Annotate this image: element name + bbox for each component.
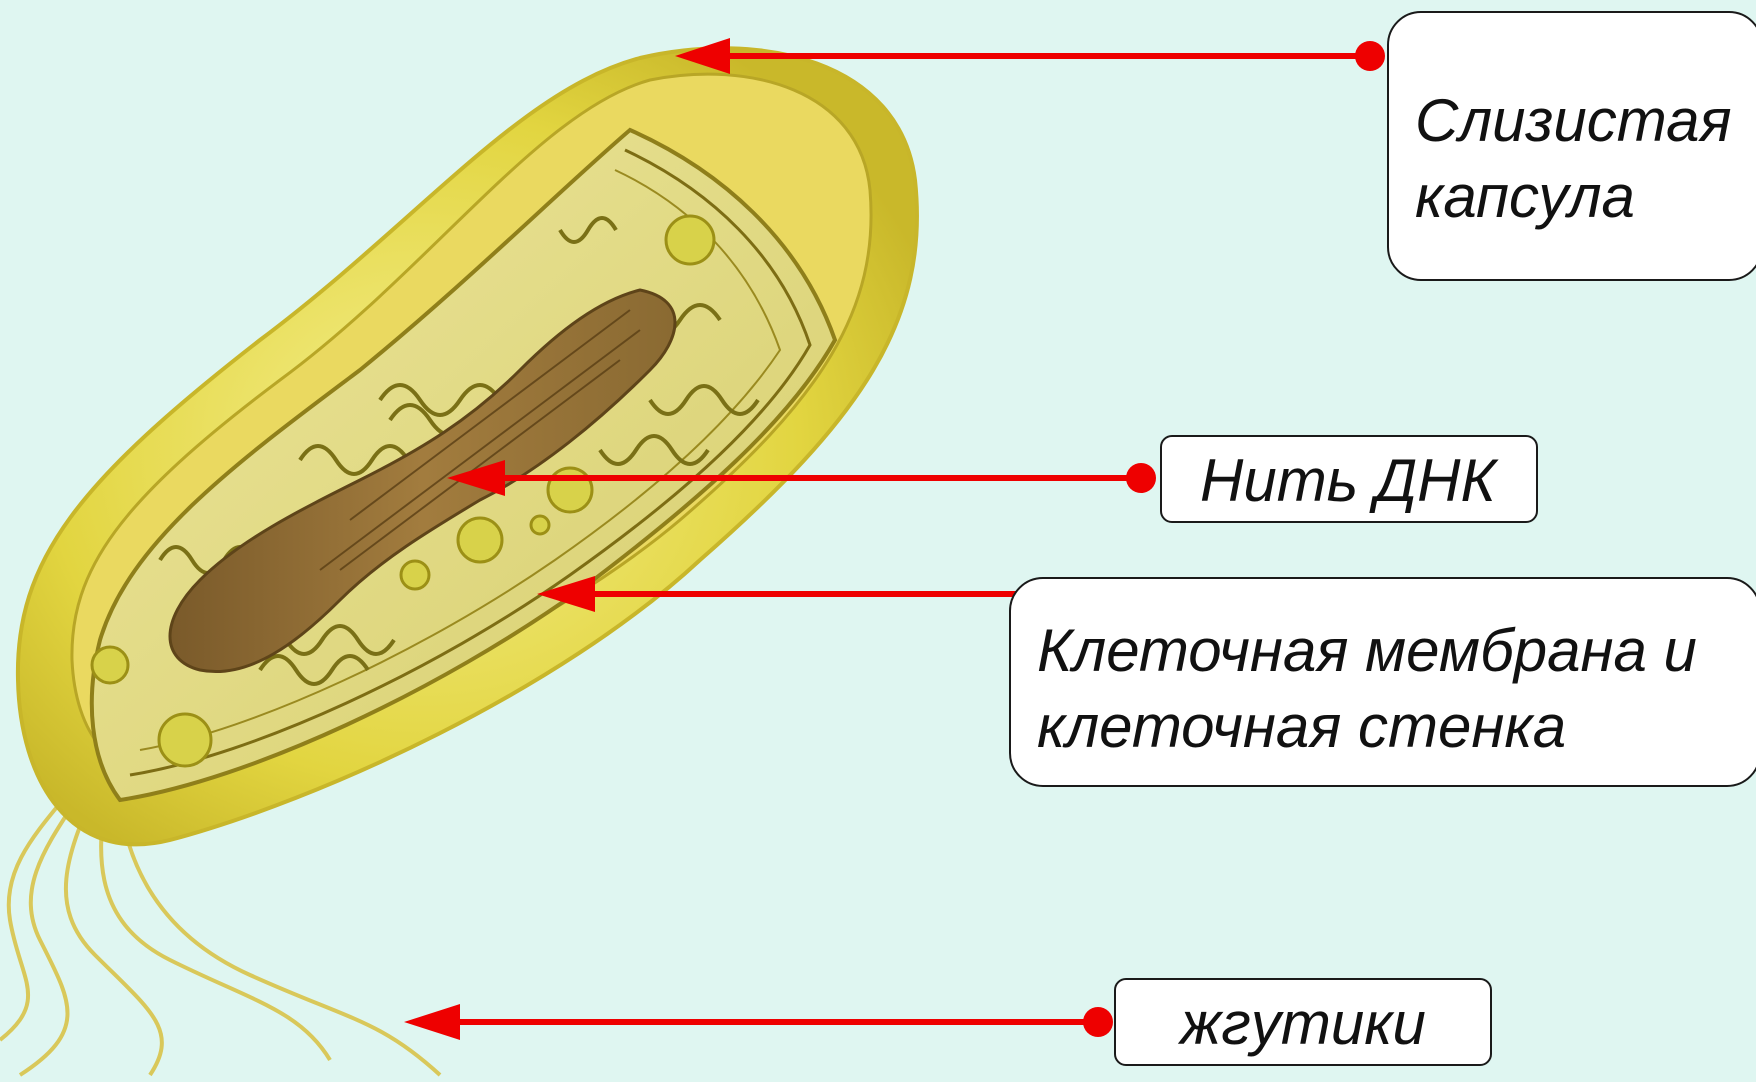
label-line: капсула [1415, 159, 1756, 235]
label-mucous-capsule: Слизистая капсула [1387, 11, 1756, 281]
label-line: Нить ДНК [1200, 443, 1536, 519]
label-dna-filament: Нить ДНК [1160, 435, 1538, 523]
label-flagella: жгутики [1114, 978, 1492, 1066]
label-cell-membrane-and-wall: Клеточная мембрана и клеточная стенка [1009, 577, 1756, 787]
arrow-flagella [404, 1004, 1113, 1040]
label-line: Клеточная мембрана и [1037, 613, 1756, 689]
label-line: клеточная стенка [1037, 689, 1756, 765]
label-line: Слизистая [1415, 83, 1756, 159]
label-line: жгутики [1180, 986, 1490, 1062]
